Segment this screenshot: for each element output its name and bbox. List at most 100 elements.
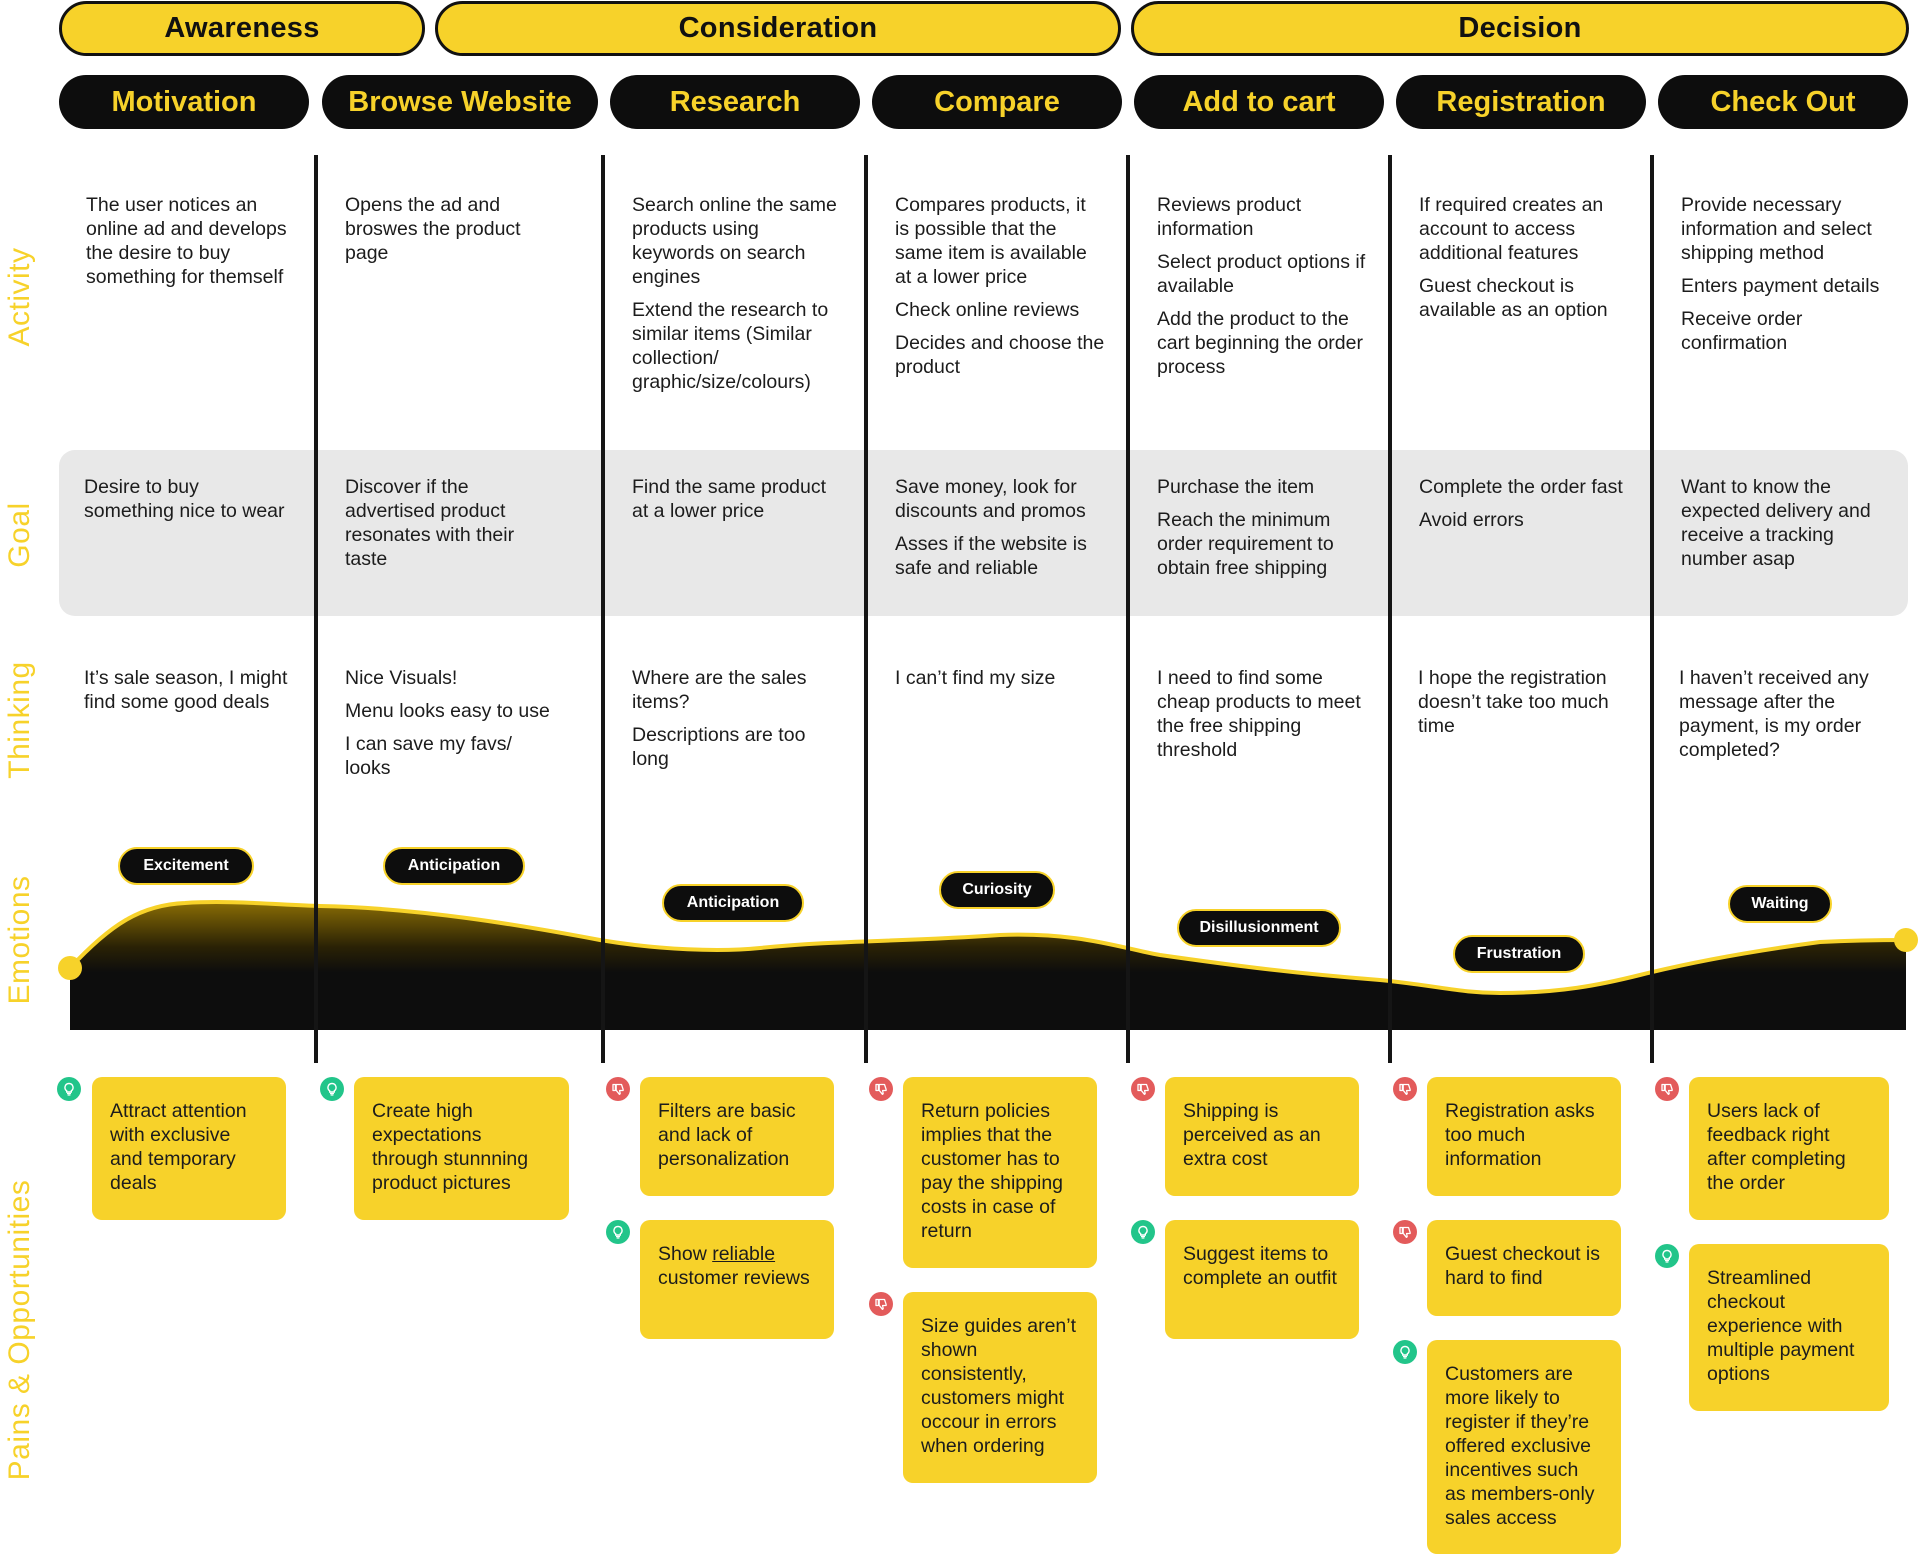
column-divider xyxy=(1126,155,1130,1063)
pain-card: Shipping is perceived as an extra cost xyxy=(1165,1077,1359,1196)
card-link-reliable[interactable]: reliable xyxy=(712,1243,776,1265)
step-label: Motivation xyxy=(111,85,257,118)
activity-cell-registration: If required creates an account to access… xyxy=(1419,193,1629,331)
opportunity-card: Customers are more likely to register if… xyxy=(1427,1340,1621,1554)
opportunity-card: Streamlined checkout experience with mul… xyxy=(1689,1244,1889,1411)
activity-cell-check-out: Provide necessary information and select… xyxy=(1681,193,1891,364)
card-text: Users lack of feedback right after compl… xyxy=(1707,1100,1846,1194)
step-label: Research xyxy=(669,85,801,118)
pain-card: Return policies implies that the custome… xyxy=(903,1077,1097,1268)
step-check-out: Check Out xyxy=(1658,75,1908,129)
thumbs-down-icon xyxy=(869,1077,893,1101)
card-text: Shipping is perceived as an extra cost xyxy=(1183,1100,1321,1170)
thinking-cell-registration: I hope the registration doesn’t take too… xyxy=(1418,666,1628,747)
goal-text: Discover if the advertised product reson… xyxy=(345,476,515,570)
thinking-text: I hope the registration doesn’t take too… xyxy=(1418,667,1609,737)
step-registration: Registration xyxy=(1396,75,1646,129)
card-text: Registration asks too much information xyxy=(1445,1100,1595,1170)
thinking-cell-compare: I can’t find my size xyxy=(895,666,1105,699)
card-text: customer reviews xyxy=(658,1267,810,1289)
activity-cell-compare: Compares products, it is possible that t… xyxy=(895,193,1105,388)
phase-awareness: Awareness xyxy=(59,1,425,56)
thinking-cell-add-to-cart: I need to find some cheap products to me… xyxy=(1157,666,1367,771)
opportunity-card: Create high expectations through stunnni… xyxy=(354,1077,569,1220)
step-label: Registration xyxy=(1436,85,1606,118)
thumbs-down-icon xyxy=(606,1077,630,1101)
goal-cell-browse: Discover if the advertised product reson… xyxy=(345,475,555,580)
card-text: Filters are basic and lack of personaliz… xyxy=(658,1100,796,1170)
goal-cell-check-out: Want to know the expected delivery and r… xyxy=(1681,475,1891,580)
thinking-text: Nice Visuals! xyxy=(345,667,458,689)
goal-cell-research: Find the same product at a lower price xyxy=(632,475,842,532)
activity-text: Guest checkout is available as an option xyxy=(1419,275,1608,321)
card-text: Streamlined checkout experience with mul… xyxy=(1707,1267,1855,1385)
step-compare: Compare xyxy=(872,75,1122,129)
goal-text: Purchase the item xyxy=(1157,476,1315,498)
phase-decision-label: Decision xyxy=(1458,12,1582,44)
emotion-label-frustration: Frustration xyxy=(1453,935,1585,973)
column-divider xyxy=(864,155,868,1063)
goal-text: Complete the order fast xyxy=(1419,476,1623,498)
activity-cell-research: Search online the same products using ke… xyxy=(632,193,842,403)
goal-text: Asses if the website is safe and reliabl… xyxy=(895,533,1087,579)
column-divider xyxy=(601,155,605,1063)
thinking-text: I need to find some cheap products to me… xyxy=(1157,667,1361,761)
lightbulb-icon xyxy=(1131,1220,1155,1244)
activity-text: Opens the ad and broswes the product pag… xyxy=(345,194,521,264)
lightbulb-icon xyxy=(57,1077,81,1101)
card-text: Show xyxy=(658,1243,713,1265)
step-add-to-cart: Add to cart xyxy=(1134,75,1384,129)
goal-band xyxy=(59,450,1908,616)
column-divider xyxy=(314,155,318,1063)
column-divider xyxy=(1650,155,1654,1063)
thinking-cell-browse: Nice Visuals! Menu looks easy to use I c… xyxy=(345,666,555,789)
activity-text: Provide necessary information and select… xyxy=(1681,194,1872,264)
pain-card: Size guides aren’t shown consistently, c… xyxy=(903,1292,1097,1483)
goal-cell-add-to-cart: Purchase the item Reach the minimum orde… xyxy=(1157,475,1367,589)
step-research: Research xyxy=(610,75,860,129)
thinking-cell-research: Where are the sales items? Descriptions … xyxy=(632,666,842,780)
thumbs-down-icon xyxy=(1655,1077,1679,1101)
goal-text: Find the same product at a lower price xyxy=(632,476,827,522)
step-browse-website: Browse Website xyxy=(322,75,598,129)
opportunity-card: Show reliable customer reviews xyxy=(640,1220,834,1339)
opportunity-card: Attract attention with exclusive and tem… xyxy=(92,1077,286,1220)
thinking-text: I can save my favs/ looks xyxy=(345,733,512,779)
activity-text: Reviews product information xyxy=(1157,194,1302,240)
activity-text: Check online reviews xyxy=(895,299,1080,321)
step-label: Check Out xyxy=(1710,85,1856,118)
activity-text: Decides and choose the product xyxy=(895,332,1105,378)
pain-card: Registration asks too much information xyxy=(1427,1077,1621,1196)
lightbulb-icon xyxy=(1393,1340,1417,1364)
thumbs-down-icon xyxy=(1393,1220,1417,1244)
phase-awareness-label: Awareness xyxy=(164,12,320,44)
activity-text: Select product options if available xyxy=(1157,251,1366,297)
thumbs-down-icon xyxy=(869,1292,893,1316)
card-text: Guest checkout is hard to find xyxy=(1445,1243,1600,1289)
thinking-text: Menu looks easy to use xyxy=(345,700,550,722)
step-motivation: Motivation xyxy=(59,75,309,129)
lightbulb-icon xyxy=(1655,1244,1679,1268)
emotion-line xyxy=(68,900,1907,996)
thinking-text: It’s sale season, I might find some good… xyxy=(84,667,288,713)
emotion-end-dot xyxy=(1894,928,1918,952)
emotion-label-waiting: Waiting xyxy=(1728,885,1832,923)
card-text: Attract attention with exclusive and tem… xyxy=(110,1100,247,1194)
phase-consideration: Consideration xyxy=(435,1,1121,56)
pain-card: Users lack of feedback right after compl… xyxy=(1689,1077,1889,1220)
card-text: Return policies implies that the custome… xyxy=(921,1100,1064,1242)
activity-text: Enters payment details xyxy=(1681,275,1880,297)
emotion-area xyxy=(70,902,1906,1030)
goal-cell-compare: Save money, look for discounts and promo… xyxy=(895,475,1110,589)
opportunity-card: Suggest items to complete an outfit xyxy=(1165,1220,1359,1339)
thumbs-down-icon xyxy=(1393,1077,1417,1101)
thinking-text: I haven’t received any message after the… xyxy=(1679,667,1869,761)
thinking-text: Where are the sales items? xyxy=(632,667,807,713)
card-text: Customers are more likely to register if… xyxy=(1445,1363,1595,1529)
pain-card: Guest checkout is hard to find xyxy=(1427,1220,1621,1316)
pain-card: Filters are basic and lack of personaliz… xyxy=(640,1077,834,1196)
activity-text: If required creates an account to access… xyxy=(1419,194,1604,264)
thumbs-down-icon xyxy=(1131,1077,1155,1101)
emotion-label-excitement: Excitement xyxy=(118,847,254,885)
